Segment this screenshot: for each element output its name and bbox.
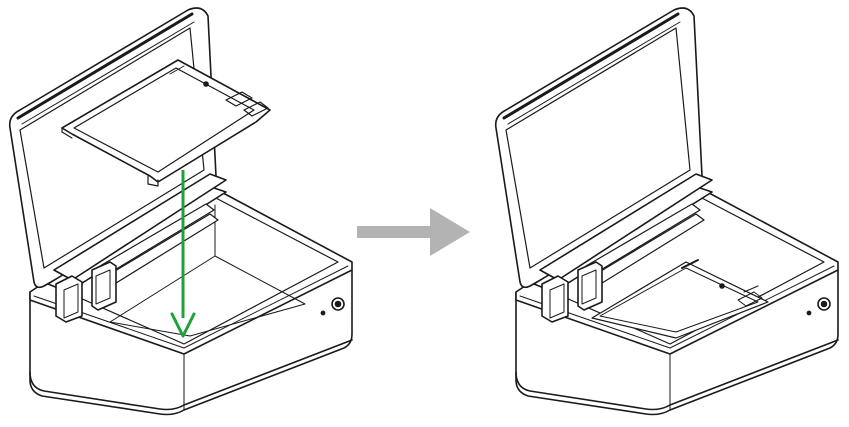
installed-bed-plate <box>591 259 769 339</box>
arrow-down-icon <box>170 312 196 338</box>
machine-step-2 <box>494 7 839 416</box>
power-button-center <box>820 300 828 308</box>
power-button-center <box>334 300 342 308</box>
arrow-right-icon <box>430 208 470 256</box>
bed-plate-slot <box>225 91 253 107</box>
bed-plate-slot <box>243 101 269 117</box>
indicator-led <box>320 310 326 316</box>
laser-head <box>541 275 569 323</box>
indicator-led <box>806 310 812 316</box>
machine-gantry <box>533 173 713 323</box>
bed-plate-hole <box>203 81 209 87</box>
insert-arrow <box>170 170 196 338</box>
transition-arrow <box>357 208 470 256</box>
bed-plate-hole <box>719 283 725 289</box>
machine-step-1 <box>8 7 353 416</box>
bed-plate <box>61 59 271 187</box>
bed-plate-slot <box>737 291 763 307</box>
machine-cavity <box>547 195 825 345</box>
laser-head <box>55 275 83 323</box>
